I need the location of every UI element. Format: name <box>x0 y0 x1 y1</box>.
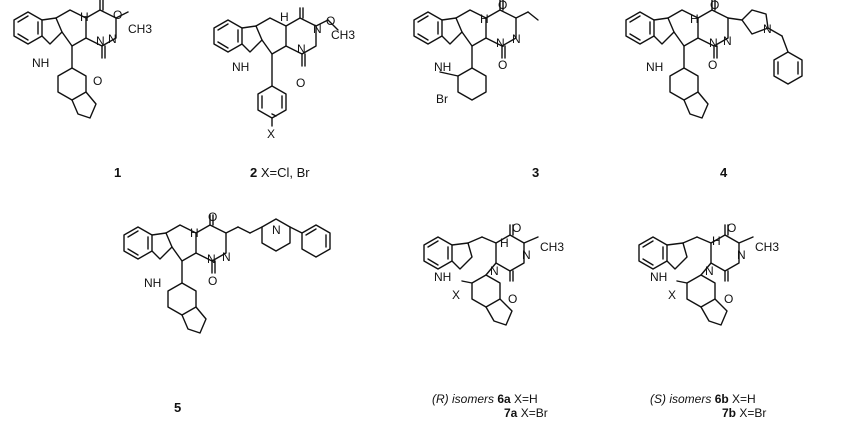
atom-label: NH <box>646 60 664 74</box>
atom-label: N <box>522 248 531 262</box>
atom-label: O <box>508 292 518 306</box>
atom-label: O <box>727 221 737 235</box>
atom-label: X <box>452 288 461 302</box>
structure-compound-2 <box>213 7 339 127</box>
structure-compound-4 <box>625 0 803 119</box>
structure-compound-1 <box>13 0 129 119</box>
isomer-descriptor: (S) isomers <box>650 392 712 406</box>
atom-label: O <box>113 8 123 22</box>
atom-label: X <box>267 127 276 141</box>
atom-label: NH <box>32 56 50 70</box>
compound-substituent: X=H <box>510 392 538 406</box>
atom-label: O <box>208 210 218 224</box>
atom-label: O <box>498 0 508 12</box>
compound-number: 6b <box>714 392 729 406</box>
compound-substituent: X=Br <box>736 406 767 420</box>
atom-label: N <box>313 22 322 36</box>
atom-label: CH3 <box>540 240 565 254</box>
atom-label: N <box>272 223 281 237</box>
atom-label: N <box>737 248 746 262</box>
atom-label: N <box>297 42 306 56</box>
structure-compound-6a-7a <box>423 224 539 326</box>
atom-label: N <box>512 32 521 46</box>
structure-compound-3 <box>413 0 539 101</box>
atom-label: CH3 <box>331 28 356 42</box>
atom-label: O <box>512 221 522 235</box>
compound-label: 4 <box>720 165 728 180</box>
atom-label: X <box>668 288 677 302</box>
compound-number: 2 <box>250 165 258 180</box>
atom-label: N <box>763 22 772 36</box>
atom-label: CH3 <box>128 22 153 36</box>
atom-label: N <box>490 264 499 278</box>
compound-number: 6a <box>497 392 511 406</box>
atom-label: H <box>190 226 199 240</box>
compound-number: 7b <box>722 406 737 420</box>
atom-label: N <box>723 34 732 48</box>
caption-6b-7b: (S) isomers 6b X=H 7b X=Br <box>650 392 766 420</box>
atom-label: H <box>690 12 699 26</box>
atom-label: Br <box>436 92 448 106</box>
compound-label: 1 <box>114 165 122 180</box>
atom-label: H <box>80 10 89 24</box>
atom-label: NH <box>434 270 452 284</box>
compound-substituent: X=H <box>728 392 756 406</box>
atom-label: O <box>296 76 306 90</box>
atom-label: N <box>96 34 105 48</box>
compound-number: 7a <box>504 406 518 420</box>
atom-label: H <box>712 234 721 248</box>
compound-label: 5 <box>174 400 182 415</box>
atom-label: NH <box>232 60 250 74</box>
atom-label: N <box>705 264 714 278</box>
atom-label: H <box>480 12 489 26</box>
compound-label: 3 <box>532 165 540 180</box>
atom-label: O <box>498 58 508 72</box>
atom-label: O <box>708 58 718 72</box>
atom-label: N <box>222 250 231 264</box>
atom-label: N <box>496 36 505 50</box>
atom-label: N <box>108 32 117 46</box>
atom-label: NH <box>144 276 162 290</box>
atom-label: O <box>93 74 103 88</box>
structure-compound-6b-7b <box>638 224 754 326</box>
atom-label: NH <box>650 270 668 284</box>
atom-label: N <box>709 36 718 50</box>
atom-label: NH <box>434 60 452 74</box>
atom-label: O <box>710 0 720 12</box>
structure-compound-5 <box>123 214 331 334</box>
atom-label: H <box>280 10 289 24</box>
atom-label: O <box>724 292 734 306</box>
atom-label: N <box>207 252 216 266</box>
atom-label: H <box>500 236 509 250</box>
caption-6a-7a: (R) isomers 6a X=H 7a X=Br <box>432 392 548 420</box>
atom-label: CH3 <box>755 240 780 254</box>
atom-label: O <box>326 14 336 28</box>
compound-label: 2 X=Cl, Br <box>250 165 310 180</box>
compound-substituent: X=Br <box>517 406 548 420</box>
atom-label: O <box>208 274 218 288</box>
compound-substituent: X=Cl, Br <box>257 165 310 180</box>
isomer-descriptor: (R) isomers <box>432 392 494 406</box>
